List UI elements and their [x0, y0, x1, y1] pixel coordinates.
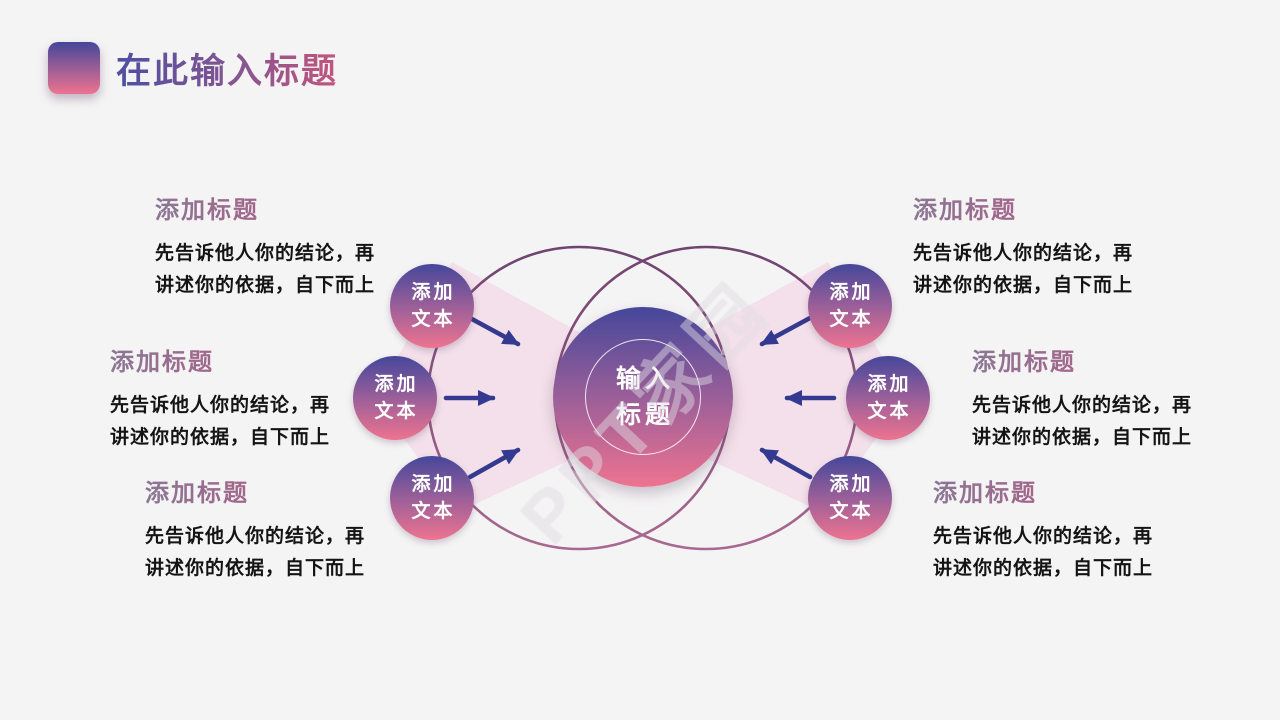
block-body-line: 先告诉他人你的结论，再 — [913, 243, 1134, 264]
node-label: 添加 — [829, 474, 874, 495]
block-body-line: 先告诉他人你的结论，再 — [110, 395, 331, 416]
block-title: 添加标题 — [933, 473, 1153, 508]
text-block-right-top: 添加标题 先告诉他人你的结论，再 讲述你的依据，自下而上 — [913, 190, 1133, 302]
block-body-line: 讲述你的依据，自下而上 — [110, 427, 331, 448]
text-block-left-middle: 添加标题 先告诉他人你的结论，再 讲述你的依据，自下而上 — [110, 342, 330, 454]
text-block-left-top: 添加标题 先告诉他人你的结论，再 讲述你的依据，自下而上 — [155, 190, 375, 302]
node-label: 文本 — [411, 309, 456, 330]
block-body-line: 先告诉他人你的结论，再 — [155, 243, 376, 264]
page-title: 在此输入标题 — [116, 43, 338, 94]
node-label: 添加 — [867, 374, 912, 395]
node-label: 添加 — [374, 374, 419, 395]
node-label: 添加 — [411, 282, 456, 303]
block-body-line: 先告诉他人你的结论，再 — [972, 395, 1193, 416]
arrow-left-bottom — [467, 447, 521, 480]
arrow-right-top — [759, 315, 813, 347]
node-left-middle: 添加 文本 — [353, 356, 437, 440]
text-block-right-middle: 添加标题 先告诉他人你的结论，再 讲述你的依据，自下而上 — [972, 342, 1192, 454]
block-body-line: 讲述你的依据，自下而上 — [155, 275, 376, 296]
arrow-left-top — [467, 315, 521, 347]
node-right-bottom: 添加 文本 — [808, 456, 892, 540]
block-title: 添加标题 — [155, 190, 375, 225]
block-body-line: 讲述你的依据，自下而上 — [933, 558, 1154, 579]
center-label: 标题 — [615, 401, 674, 429]
gradient-square-icon — [48, 42, 100, 94]
node-label: 文本 — [374, 401, 419, 422]
block-body-line: 讲述你的依据，自下而上 — [145, 558, 366, 579]
node-left-bottom: 添加 文本 — [390, 456, 474, 540]
node-label: 添加 — [411, 474, 456, 495]
node-left-top: 添加 文本 — [390, 264, 474, 348]
block-title: 添加标题 — [972, 342, 1192, 377]
block-title: 添加标题 — [145, 473, 365, 508]
block-body-line: 先告诉他人你的结论，再 — [933, 526, 1154, 547]
slide-header: 在此输入标题 — [48, 42, 338, 94]
node-right-top: 添加 文本 — [808, 264, 892, 348]
text-block-left-bottom: 添加标题 先告诉他人你的结论，再 讲述你的依据，自下而上 — [145, 473, 365, 585]
center-inner-ring: 输入 标题 — [585, 339, 701, 455]
block-body-line: 讲述你的依据，自下而上 — [913, 275, 1134, 296]
node-label: 文本 — [867, 401, 912, 422]
node-right-middle: 添加 文本 — [846, 356, 930, 440]
text-block-right-bottom: 添加标题 先告诉他人你的结论，再 讲述你的依据，自下而上 — [933, 473, 1153, 585]
node-label: 文本 — [829, 501, 874, 522]
node-label: 文本 — [829, 309, 874, 330]
block-title: 添加标题 — [110, 342, 330, 377]
center-label: 输入 — [615, 365, 674, 393]
arrow-right-bottom — [759, 447, 813, 480]
block-body-line: 先告诉他人你的结论，再 — [145, 526, 366, 547]
node-label: 添加 — [829, 282, 874, 303]
center-node: 输入 标题 — [553, 307, 733, 487]
block-body-line: 讲述你的依据，自下而上 — [972, 427, 1193, 448]
block-title: 添加标题 — [913, 190, 1133, 225]
node-label: 文本 — [411, 501, 456, 522]
